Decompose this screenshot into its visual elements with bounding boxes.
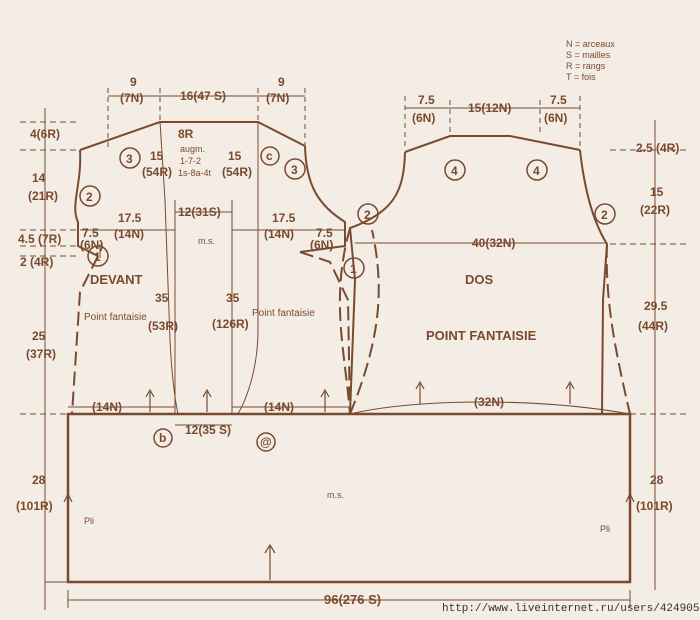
back-right-side <box>579 149 609 415</box>
front-top-left: 9 <box>130 75 137 89</box>
devant-label: DEVANT <box>90 272 143 287</box>
neck-r: 15 <box>228 149 242 163</box>
circle-a: @ <box>260 435 272 449</box>
neck-l: 15 <box>150 149 164 163</box>
front-left-inner-line <box>159 121 179 415</box>
armhole-r: (21R) <box>28 189 58 203</box>
shoulder-drop: 4(6R) <box>30 127 60 141</box>
total-width: 96(276 S) <box>324 592 381 607</box>
back-top-l: 7.5 <box>418 93 435 107</box>
band2: 2 (4R) <box>20 255 53 269</box>
h35-left-r: (53R) <box>148 319 178 333</box>
panel-ms: m.s. <box>327 490 344 500</box>
point-fantaisie: POINT FANTAISIE <box>426 328 537 343</box>
marker-2-back: 2 <box>601 208 608 222</box>
aug-seq2: 1s-8a-4t <box>178 168 212 178</box>
cuff-l: 7.5 <box>82 226 99 240</box>
cuff-l-n: (6N) <box>80 238 103 252</box>
legend-s: S = mailles <box>566 50 611 60</box>
legend-t: T = fois <box>566 72 596 82</box>
back-shoulder-line <box>404 135 581 153</box>
back-lower-r: (44R) <box>638 319 668 333</box>
width-l: 17.5 <box>118 211 142 225</box>
front-ms: m.s. <box>198 236 215 246</box>
back-top-mid: 15(12N) <box>468 101 511 115</box>
pli-left: Pli <box>84 516 94 526</box>
body-h: 28 <box>32 473 46 487</box>
h35-right: 35 <box>226 291 240 305</box>
front-right-armhole <box>299 145 346 253</box>
h35-right-r: (126R) <box>212 317 249 331</box>
marker-4-right: 4 <box>533 164 540 178</box>
back-width: 40(32N) <box>472 236 515 250</box>
bottom-panel-outline <box>66 412 632 584</box>
front-left-armhole <box>74 149 99 257</box>
dos-label: DOS <box>465 272 494 287</box>
marker-c: c <box>266 149 273 163</box>
neck-r-r: (54R) <box>222 165 252 179</box>
back-left-dash <box>338 227 351 415</box>
legend-r: R = rangs <box>566 61 606 71</box>
back-body-r: (101R) <box>636 499 673 513</box>
legend-n: N = arceaux <box>566 39 615 49</box>
back-inner-dash <box>349 229 380 415</box>
pli-right: Pli <box>600 524 610 534</box>
front-shoulder-line <box>79 121 306 151</box>
pf-left: Point fantaisie <box>84 312 147 323</box>
pf-right: Point fantaisie <box>252 308 315 319</box>
back-body-h: 28 <box>650 473 664 487</box>
h35-left: 35 <box>155 291 169 305</box>
aug-seq: 1-7-2 <box>180 156 201 166</box>
width-r-n: (14N) <box>264 227 294 241</box>
front-top-right-n: (7N) <box>266 91 289 105</box>
back-top-r-n: (6N) <box>544 111 567 125</box>
front-left-side <box>71 255 99 415</box>
front-right-side <box>299 251 351 415</box>
marker-2-left: 2 <box>86 190 93 204</box>
back-bottom: (32N) <box>474 395 504 409</box>
lower-r: (37R) <box>26 347 56 361</box>
aug-label: augm. <box>180 144 205 154</box>
center-s: 12(31S) <box>178 205 221 219</box>
circle-b: b <box>159 431 166 445</box>
back-shoulder: 2.5 (4R) <box>636 141 679 155</box>
cuff-r: 7.5 <box>316 226 333 240</box>
lower-h: 25 <box>32 329 46 343</box>
band1: 4.5 (7R) <box>18 232 61 246</box>
cuff-r-n: (6N) <box>310 238 333 252</box>
back-left-side <box>348 151 406 415</box>
front-top-left-n: (7N) <box>120 91 143 105</box>
marker-3-left: 3 <box>126 152 133 166</box>
neck-l-r: (54R) <box>142 165 172 179</box>
armhole-h: 14 <box>32 171 46 185</box>
arrow-marks <box>63 380 635 580</box>
back-bottom-curve <box>349 401 631 415</box>
marker-4-left: 4 <box>451 164 458 178</box>
back-right-dash <box>605 243 631 415</box>
back-top-r: 7.5 <box>550 93 567 107</box>
front-bot-l: (14N) <box>92 400 122 414</box>
width-l-n: (14N) <box>114 227 144 241</box>
watermark: http://www.liveinternet.ru/users/4249054… <box>442 603 700 615</box>
front-bot-r: (14N) <box>264 400 294 414</box>
marker-1-right: 1 <box>350 262 357 276</box>
front-bot-mid: 12(35 S) <box>185 423 231 437</box>
dimension-lines <box>20 88 690 610</box>
marker-2-mid: 2 <box>364 208 371 222</box>
marker-1-left: 1 <box>94 250 101 264</box>
width-r: 17.5 <box>272 211 296 225</box>
front-top-right: 9 <box>278 75 285 89</box>
back-arm-h: 15 <box>650 185 664 199</box>
front-top-mid: 16(47 S) <box>180 89 226 103</box>
aug-8r: 8R <box>178 127 194 141</box>
marker-3-right: 3 <box>291 163 298 177</box>
back-lower-h: 29.5 <box>644 299 668 313</box>
back-top-l-n: (6N) <box>412 111 435 125</box>
back-arm-r: (22R) <box>640 203 670 217</box>
body-r: (101R) <box>16 499 53 513</box>
marker-circles <box>79 146 616 452</box>
